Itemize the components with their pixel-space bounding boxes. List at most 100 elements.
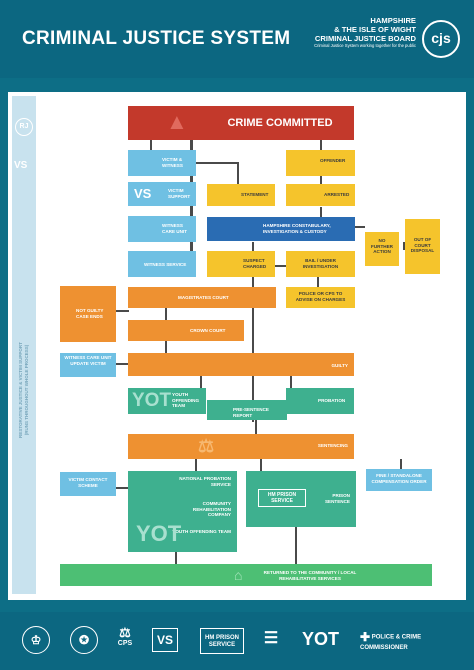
crime-committed-box: CRIME COMMITTED ▲	[128, 106, 354, 140]
bail-label: BAIL / UNDER INVESTIGATION	[302, 258, 339, 269]
fine-compensation-label: FINE / STANDALONE COMPENSATION ORDER	[371, 473, 427, 484]
probation-label: PROBATION	[318, 398, 346, 403]
sidebar-text-line-1: RESTORATIVE JUSTICE & VICTIM SUPPORT	[18, 342, 23, 438]
police-crest-icon: ✪	[70, 626, 98, 654]
board-line-2: & THE ISLE OF WIGHT	[334, 25, 416, 34]
returned-to-community-box: RETURNED TO THE COMMUNITY / LOCAL REHABI…	[60, 564, 432, 586]
connector	[400, 459, 402, 469]
yot-footer-logo: YOT	[302, 629, 340, 649]
witness-service-label: WITNESS SERVICE	[144, 262, 187, 267]
no-further-action-label: NO FURTHER ACTION	[371, 238, 393, 255]
rj-icon: RJ	[15, 118, 33, 136]
vs-icon: VS	[14, 160, 28, 171]
arrested-label: ARRESTED	[324, 192, 350, 197]
witness-service-box: WITNESS SERVICE	[128, 251, 196, 277]
cps-logo: ⚖ CPS	[114, 626, 136, 648]
connector	[290, 376, 292, 388]
witness-care-unit-box: WITNESS CARE UNIT	[128, 216, 196, 242]
returned-label: RETURNED TO THE COMMUNITY / LOCAL REHABI…	[263, 570, 357, 581]
connector	[165, 308, 167, 323]
header	[0, 0, 474, 78]
prison-sentence-label: PRISON SENTENCE	[324, 493, 350, 504]
warning-icon: ▲	[166, 109, 188, 134]
not-guilty-box: NOT GUILTY CASE ENDS	[60, 286, 116, 342]
connector	[165, 340, 167, 354]
sidebar-text-line-2: (RUNS THROUGHOUT WHOLE PROCESS)	[24, 344, 29, 436]
police-box: HAMPSHIRE CONSTABULARY, INVESTIGATION & …	[207, 217, 355, 241]
suspect-charged-box: SUSPECT CHARGED	[207, 251, 275, 277]
board-name: HAMPSHIRE & THE ISLE OF WIGHT CRIMINAL J…	[314, 16, 416, 49]
sidebar-strip	[12, 96, 36, 594]
youth-offending-team-label: YOUTH OFFENDING TEAM	[172, 392, 200, 409]
sidebar-vertical-text: RESTORATIVE JUSTICE & VICTIM SUPPORT (RU…	[18, 190, 30, 590]
connector	[255, 414, 257, 434]
connector	[295, 527, 297, 564]
statement-box: STATEMENT	[207, 184, 275, 206]
connector	[237, 162, 239, 184]
victim-witness-box: VICTIM & WITNESS	[128, 150, 196, 176]
probation-box: PROBATION	[286, 388, 354, 414]
connector	[150, 140, 152, 158]
youth-offending-team-2-label: YOUTH OFFENDING TEAM	[172, 529, 231, 534]
youth-offending-team-box: YOUTH OFFENDING TEAM YOT	[128, 388, 206, 414]
connector	[320, 176, 322, 184]
arrested-box: ARRESTED	[286, 184, 355, 206]
community-sentence-group: NATIONAL PROBATION SERVICE COMMUNITY REH…	[128, 471, 237, 552]
connector	[355, 226, 365, 228]
house-icon: ⌂	[234, 567, 243, 583]
out-of-court-disposal-label: OUT OF COURT DISPOSAL	[410, 237, 435, 254]
statement-label: STATEMENT	[241, 192, 269, 197]
crc-footer-icon: ☰	[263, 630, 279, 647]
connector	[175, 552, 177, 564]
sentencing-label: SENTENCING	[317, 443, 348, 448]
pre-sentence-report-label: PRE-SENTENCE REPORT	[233, 407, 269, 418]
connector	[260, 459, 262, 471]
vs-footer-logo: VS	[152, 628, 178, 652]
hm-prison-service-badge: HM PRISON SERVICE	[258, 489, 306, 507]
victim-support-label: VICTIM SUPPORT	[168, 188, 191, 199]
crc-label: COMMUNITY REHABILITATION COMPANY	[192, 501, 231, 518]
no-further-action-box: NO FURTHER ACTION	[365, 232, 399, 266]
cps-icon: ⚖	[119, 625, 131, 640]
board-line-3: CRIMINAL JUSTICE BOARD	[314, 34, 416, 43]
magistrates-court-box: MAGISTRATES COURT	[128, 287, 276, 308]
out-of-court-disposal-box: OUT OF COURT DISPOSAL	[405, 219, 440, 274]
pcc-label: POLICE & CRIME COMMISSIONER	[360, 634, 422, 651]
crown-court-box: CROWN COURT	[128, 320, 244, 341]
page-title: CRIMINAL JUSTICE SYSTEM	[22, 28, 291, 49]
guilty-box: GUILTY	[128, 353, 354, 376]
connector	[115, 310, 129, 312]
guilty-label: GUILTY	[331, 363, 348, 368]
vs-logo-icon: VS	[134, 186, 152, 201]
victim-contact-scheme-box: VICTIM CONTACT SCHEME	[60, 472, 116, 496]
fine-compensation-box: FINE / STANDALONE COMPENSATION ORDER	[366, 469, 432, 491]
board-tagline: Criminal Justice System working together…	[314, 43, 416, 48]
connector	[317, 275, 319, 287]
yot-logo-icon: YOT	[132, 390, 172, 411]
victim-witness-label: VICTIM & WITNESS	[162, 157, 183, 168]
cjs-logo: cjs	[422, 20, 460, 58]
magistrates-court-label: MAGISTRATES COURT	[178, 295, 229, 300]
witness-care-update-label: WITNESS CARE UNIT UPDATE VICTIM	[64, 355, 112, 366]
pre-sentence-report-box: PRE-SENTENCE REPORT	[207, 400, 287, 420]
connector	[116, 487, 130, 489]
offender-box: OFFENDER	[286, 150, 355, 176]
prison-sentence-box: HM PRISON SERVICE PRISON SENTENCE	[246, 471, 356, 527]
connector	[252, 242, 254, 422]
national-probation-label: NATIONAL PROBATION SERVICE	[179, 476, 231, 487]
pcc-logo: ✚ POLICE & CRIME COMMISSIONER	[360, 630, 460, 652]
plus-icon: ✚	[360, 630, 371, 644]
victim-contact-scheme-label: VICTIM CONTACT SCHEME	[68, 477, 108, 488]
connector	[320, 207, 322, 217]
yot-logo-icon: YOT	[136, 521, 182, 546]
police-cps-label: POLICE OR CPS TO ADVISE ON CHARGES	[295, 291, 346, 302]
offender-label: OFFENDER	[320, 158, 346, 163]
not-guilty-label: NOT GUILTY CASE ENDS	[76, 308, 104, 319]
police-label: HAMPSHIRE CONSTABULARY, INVESTIGATION & …	[263, 223, 331, 234]
crown-court-label: CROWN COURT	[190, 328, 226, 333]
connector	[200, 376, 202, 388]
crime-committed-label: CRIME COMMITTED	[227, 117, 333, 129]
suspect-charged-label: SUSPECT CHARGED	[243, 258, 267, 269]
connector	[193, 162, 238, 164]
witness-care-unit-label: WITNESS CARE UNIT	[162, 223, 188, 234]
